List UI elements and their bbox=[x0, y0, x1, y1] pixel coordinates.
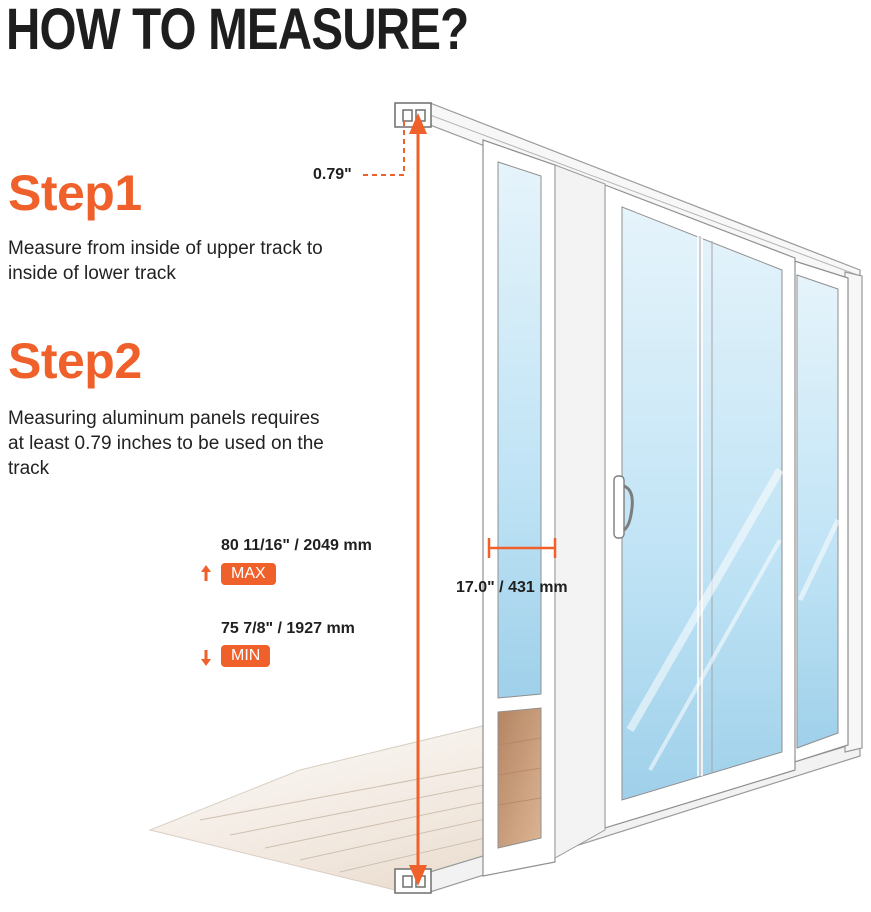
width-label: 17.0" / 431 mm bbox=[456, 579, 568, 596]
page-title: HOW TO MEASURE? bbox=[6, 0, 469, 62]
step2-text: Measuring aluminum panels requires at le… bbox=[8, 408, 324, 479]
min-height-label: 75 7/8" / 1927 mm bbox=[221, 620, 355, 637]
step2-heading: Step2 bbox=[8, 333, 142, 389]
step1-text: Measure from inside of upper track to in… bbox=[8, 238, 323, 284]
arrow-up-icon bbox=[201, 565, 211, 581]
min-badge: MIN bbox=[221, 645, 271, 667]
arrow-down-icon bbox=[201, 650, 211, 666]
track-inset-leader bbox=[363, 118, 405, 176]
rear-panel-glass bbox=[796, 274, 839, 749]
height-arrow bbox=[409, 113, 427, 886]
glass-reflections bbox=[626, 468, 841, 771]
pet-door-side bbox=[554, 164, 606, 859]
pet-door-glass bbox=[497, 161, 542, 699]
max-height-label: 80 11/16" / 2049 mm bbox=[221, 537, 372, 554]
max-badge: MAX bbox=[221, 563, 276, 585]
track-end-profile-top bbox=[394, 102, 432, 128]
pet-flap bbox=[497, 707, 542, 849]
width-arrow bbox=[487, 538, 557, 558]
step1-heading: Step1 bbox=[8, 165, 142, 221]
door-handle-icon bbox=[613, 475, 634, 539]
track-inset-label: 0.79" bbox=[313, 166, 352, 183]
